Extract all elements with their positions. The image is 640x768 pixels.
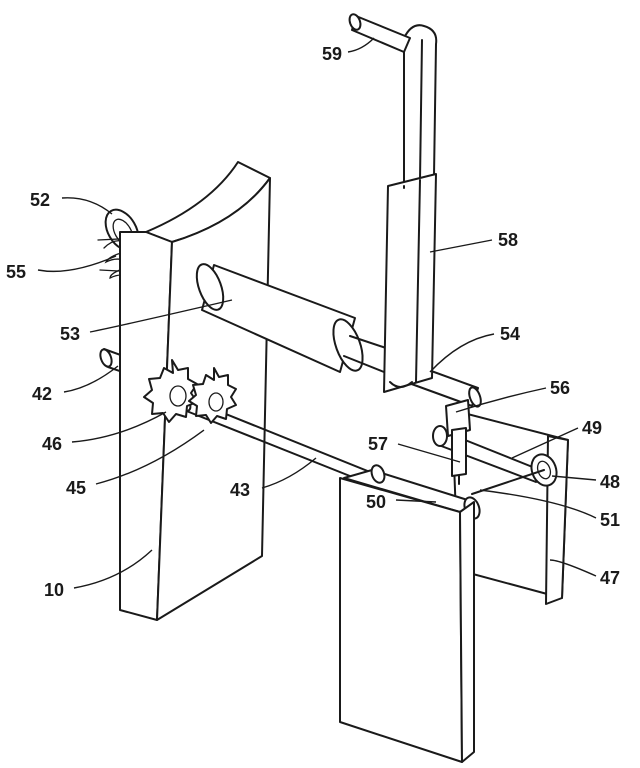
rod-58 — [383, 24, 438, 393]
leader-lines — [37, 37, 597, 589]
label-50: 50 — [366, 492, 386, 512]
label-59: 59 — [322, 44, 342, 64]
label-43: 43 — [230, 480, 250, 500]
label-47: 47 — [600, 568, 620, 588]
gear-46 — [143, 359, 198, 423]
rod-57 — [451, 427, 467, 485]
label-53: 53 — [60, 324, 80, 344]
label-46: 46 — [42, 434, 62, 454]
cylinder-53 — [195, 263, 364, 373]
label-56: 56 — [550, 378, 570, 398]
label-54: 54 — [500, 324, 520, 344]
pin-59 — [348, 13, 411, 53]
label-52: 52 — [30, 190, 50, 210]
label-55: 55 — [6, 262, 26, 282]
gear-45 — [188, 367, 237, 424]
label-49: 49 — [582, 418, 602, 438]
label-42: 42 — [32, 384, 52, 404]
label-10: 10 — [44, 580, 64, 600]
label-48: 48 — [600, 472, 620, 492]
label-45: 45 — [66, 478, 86, 498]
label-51: 51 — [600, 510, 620, 530]
label-57: 57 — [368, 434, 388, 454]
reference-numerals: 59 52 58 55 53 54 42 56 49 46 57 48 45 4… — [6, 44, 620, 600]
plate-50 — [339, 464, 481, 763]
label-58: 58 — [498, 230, 518, 250]
